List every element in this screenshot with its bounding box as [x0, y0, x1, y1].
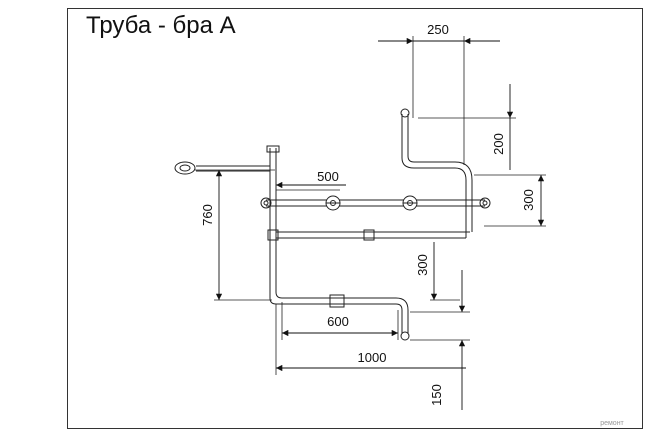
dimension-lines — [215, 37, 545, 410]
extension-lines — [195, 36, 546, 375]
valve-icon — [325, 195, 418, 211]
drawing-title: Труба - бра А — [86, 12, 236, 39]
drawing-frame — [67, 8, 643, 429]
dim-300-mid: 300 — [415, 254, 430, 276]
watermark: ремонт — [600, 420, 624, 427]
dim-600: 600 — [327, 314, 349, 329]
dim-1000: 1000 — [358, 350, 387, 365]
dim-500: 500 — [317, 169, 339, 184]
dim-760: 760 — [200, 204, 215, 226]
dim-250: 250 — [427, 22, 449, 37]
sconce-icon — [174, 161, 196, 175]
dim-200: 200 — [491, 133, 506, 155]
dim-150: 150 — [429, 384, 444, 406]
pipe-system — [196, 108, 491, 341]
dim-300-right: 300 — [521, 189, 536, 211]
